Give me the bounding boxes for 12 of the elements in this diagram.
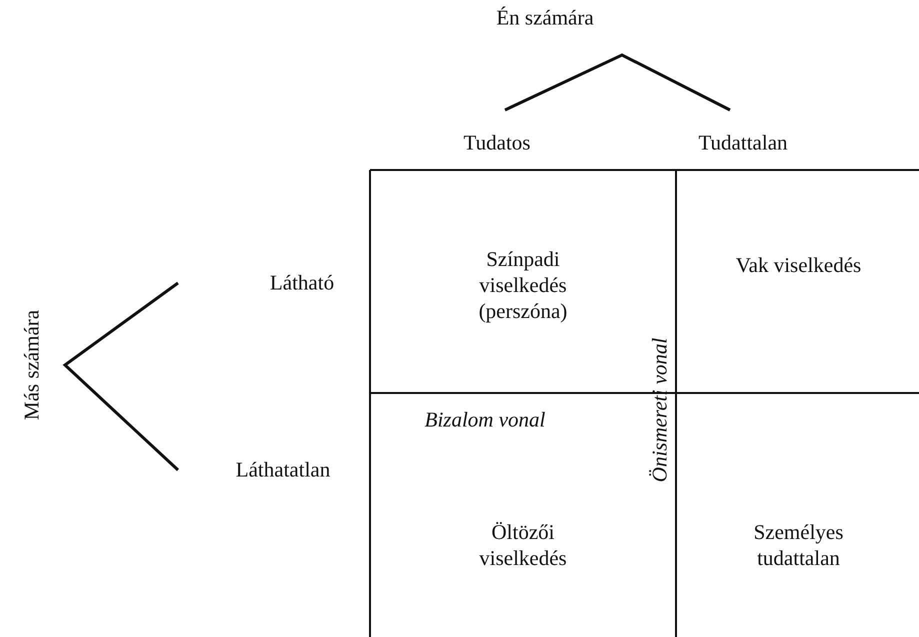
cell-text: Személyes tudattalan [752, 518, 844, 572]
line-label: Önismereti vonal [647, 338, 672, 482]
cell-text: Öltözői viselkedés [478, 518, 568, 572]
column-header: Tudattalan [698, 130, 788, 156]
row-header: Látható [270, 270, 334, 296]
line-label: Bizalom vonal [424, 407, 546, 433]
axis-heading: Én számára [496, 5, 594, 31]
cell-text: Színpadi viselkedés (perszóna) [478, 246, 568, 324]
axis-heading: Más számára [19, 310, 44, 420]
column-header: Tudatos [464, 130, 530, 156]
cell-text: Vak viselkedés [734, 252, 862, 278]
row-header: Láthatatlan [236, 457, 330, 483]
